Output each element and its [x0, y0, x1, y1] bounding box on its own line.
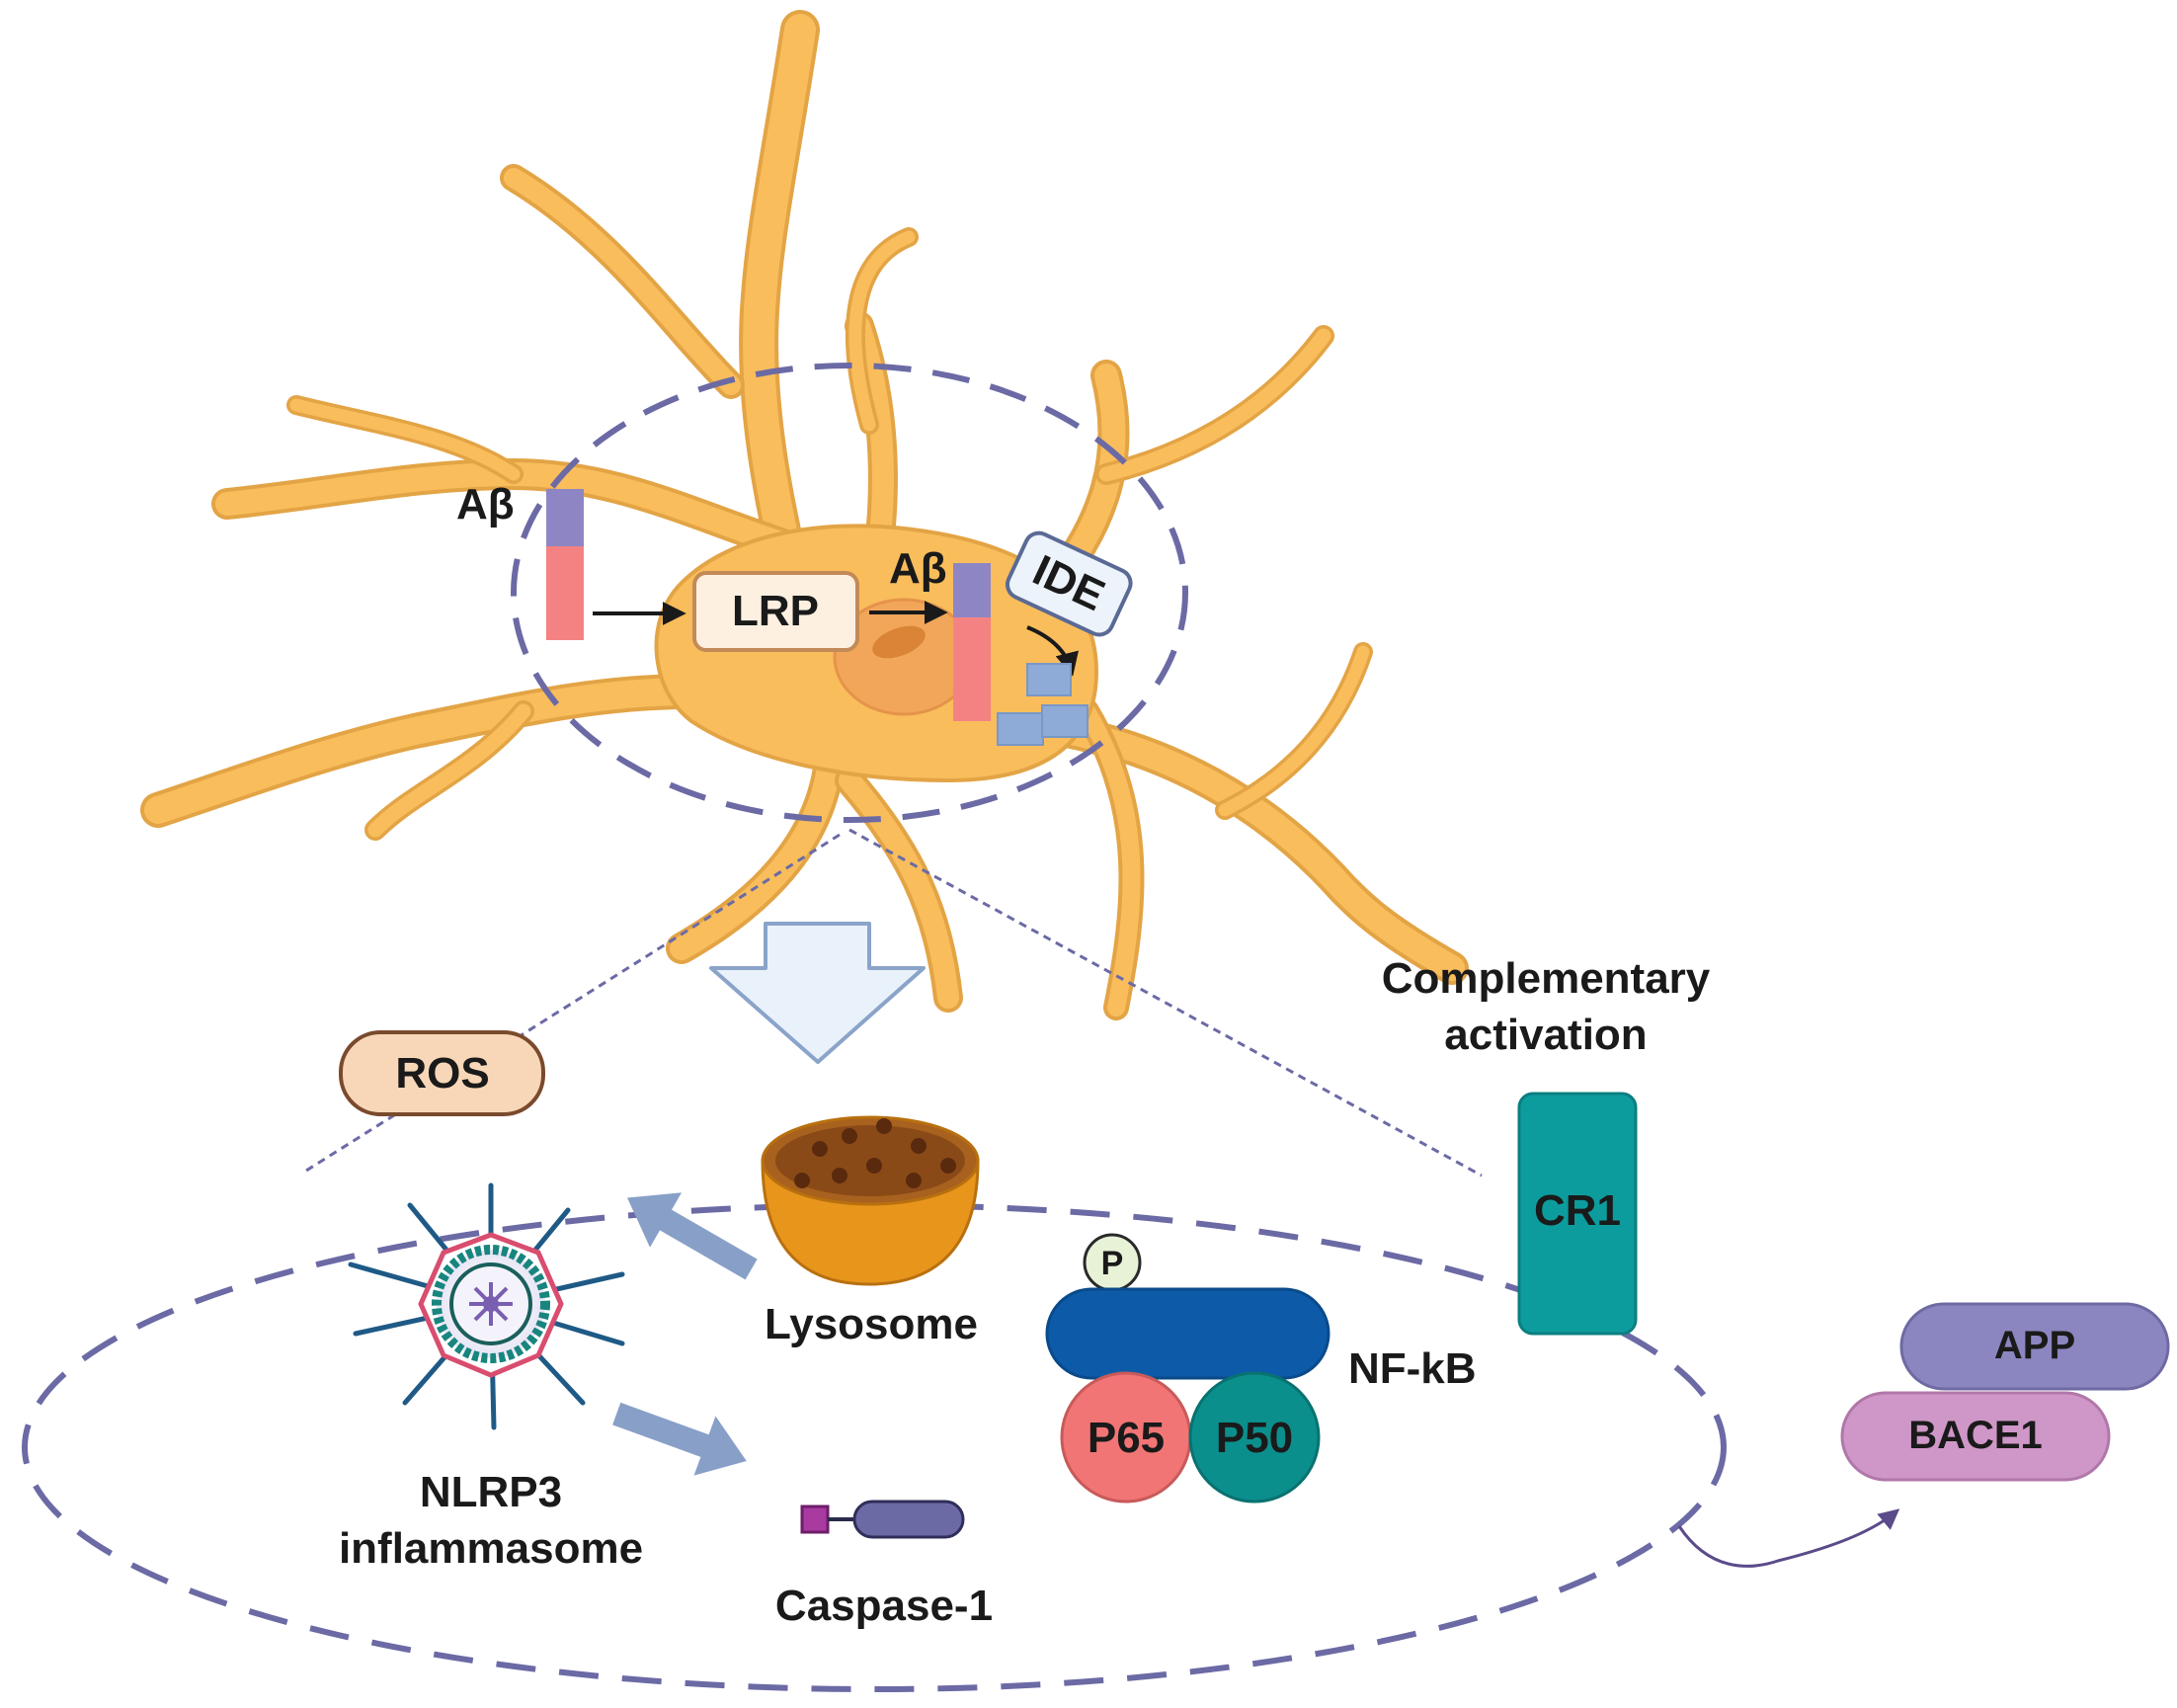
- granule-3: [876, 1118, 892, 1134]
- nlrp3-core-dot: [483, 1296, 499, 1312]
- cell-focus-dashed-outline: [511, 363, 1188, 823]
- nlrp3-to-caspase-arrow: [612, 1402, 747, 1476]
- p65-label: P65: [1088, 1414, 1165, 1462]
- granule-9: [940, 1158, 956, 1174]
- caspase-body: [852, 1500, 965, 1539]
- complementary-activation-line2: activation: [1444, 1011, 1647, 1059]
- granule-4: [911, 1138, 927, 1154]
- zoom-down-arrow: [709, 922, 926, 1064]
- phospho-label: P: [1101, 1245, 1124, 1282]
- abeta-inner-bottom-segment: [953, 617, 991, 721]
- lrp-label: LRP: [732, 587, 819, 635]
- abeta-outer-top-segment: [546, 489, 584, 546]
- lysosome-granules: [794, 1118, 956, 1188]
- ide-enzyme: IDE: [1005, 530, 1133, 637]
- app-pill: [1899, 1302, 2170, 1391]
- abeta-outer-label: Aβ: [456, 480, 515, 529]
- granule-5: [832, 1168, 847, 1183]
- abeta-inner-top-segment: [953, 563, 991, 617]
- p50-label: P50: [1216, 1414, 1293, 1462]
- nlrp3-label-line1: NLRP3: [420, 1468, 562, 1516]
- nfkb-label: NF-kB: [1348, 1344, 1477, 1393]
- cr1-receptor: CR1: [1517, 1092, 1638, 1336]
- degraded-abeta-fragments: [997, 663, 1088, 746]
- lysosome: Lysosome: [761, 1115, 980, 1348]
- granule-2: [842, 1128, 857, 1144]
- abeta-outer-bottom-segment: [546, 546, 584, 640]
- inflammation-zone-dashed-outline: [22, 1202, 1727, 1692]
- granule-8: [794, 1173, 810, 1188]
- nucleolus: [872, 625, 926, 659]
- bace1-pill: [1840, 1391, 2111, 1482]
- granule-6: [866, 1158, 882, 1174]
- granule-1: [812, 1141, 828, 1157]
- lrp-receptor: LRP: [692, 571, 859, 652]
- caspase-head: [800, 1505, 830, 1534]
- lysosome-label: Lysosome: [765, 1300, 978, 1348]
- microglia-cell: [140, 10, 1469, 1020]
- caspase-1: Caspase-1: [775, 1500, 993, 1630]
- connector-to-cr1: [848, 828, 1483, 1178]
- cell-processes: [140, 10, 1469, 1020]
- p50-subunit: [1188, 1371, 1321, 1504]
- caspase-label: Caspase-1: [775, 1582, 993, 1630]
- cr1-box: [1517, 1092, 1638, 1336]
- ros-box: [339, 1030, 545, 1116]
- nlrp3-inflammasome: NLRP3 inflammasome: [339, 1182, 643, 1573]
- app-label: APP: [1994, 1324, 2075, 1367]
- cr1-label: CR1: [1534, 1186, 1621, 1235]
- fragment-2: [997, 712, 1044, 746]
- fragment-1: [1026, 663, 1072, 696]
- abeta-inner-label: Aβ: [889, 544, 947, 593]
- lysosome-to-nlrp3-arrow: [627, 1192, 758, 1280]
- abeta-inner: Aβ: [889, 544, 991, 721]
- nfkb-bar: [1045, 1287, 1330, 1380]
- complementary-activation-line1: Complementary: [1382, 954, 1711, 1003]
- abeta-outer: Aβ: [456, 480, 584, 640]
- lrp-box: [692, 571, 859, 652]
- zone-to-app-arrow: [1677, 1508, 1900, 1568]
- nfkb-complex: P P65 P50 NF-kB: [1045, 1233, 1477, 1504]
- bace1-label: BACE1: [1908, 1414, 2043, 1457]
- ros-label: ROS: [395, 1049, 489, 1098]
- ide-box: [1005, 530, 1133, 637]
- fragment-3: [1041, 704, 1088, 738]
- nlrp3-label-line2: inflammasome: [339, 1524, 643, 1573]
- ros-node: ROS: [339, 1030, 545, 1116]
- granule-7: [906, 1173, 922, 1188]
- app-bace1-complex: APP BACE1: [1840, 1302, 2170, 1482]
